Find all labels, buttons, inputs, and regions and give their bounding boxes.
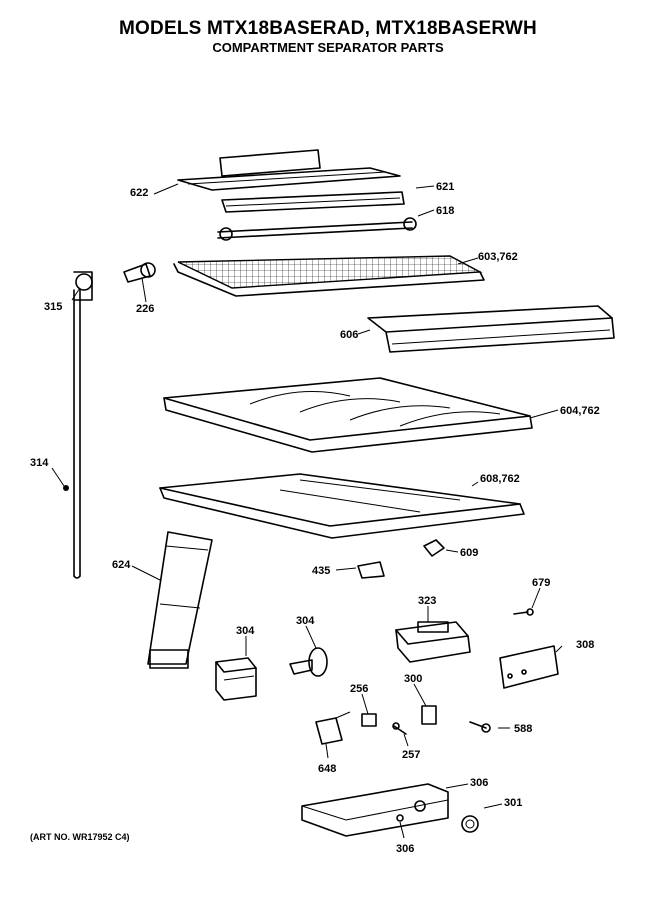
part-621-rail [221, 191, 405, 213]
callout-608-762: 608,762 [480, 473, 520, 485]
callout-606: 606 [340, 329, 358, 341]
callout-315: 315 [44, 301, 62, 313]
part-306-bracket [301, 783, 449, 837]
part-301-knob [461, 815, 479, 833]
callout-256: 256 [350, 683, 368, 695]
page-subtitle: COMPARTMENT SEPARATOR PARTS [212, 40, 444, 55]
part-226-bolt [123, 262, 156, 283]
callout-435: 435 [312, 565, 330, 577]
callout-labels: 622 621 618 315 226 603,762 606 604,762 … [30, 181, 600, 855]
part-304-damper [289, 647, 328, 677]
callout-618: 618 [436, 205, 454, 217]
leader-lines [51, 183, 563, 839]
part-314-315-rod [63, 271, 93, 579]
callout-679: 679 [532, 577, 550, 589]
callout-621: 621 [436, 181, 454, 193]
callout-624: 624 [112, 559, 131, 571]
callout-304-left: 304 [236, 625, 255, 637]
page-title: MODELS MTX18BASERAD, MTX18BASERWH [119, 18, 537, 39]
callout-306-top: 306 [470, 777, 488, 789]
callout-257: 257 [402, 749, 420, 761]
part-300-relay [421, 705, 437, 725]
part-608-shelf [159, 473, 525, 539]
part-648-motor [315, 711, 351, 745]
part-323-housing [395, 621, 471, 663]
art-number: (ART NO. WR17952 C4) [30, 832, 130, 842]
callout-301: 301 [504, 797, 522, 809]
callout-308: 308 [576, 639, 594, 651]
part-257-screw [392, 722, 407, 735]
callout-604-762: 604,762 [560, 405, 600, 417]
part-603-shelf [173, 255, 485, 297]
part-604-shelf [163, 377, 533, 453]
callout-648: 648 [318, 763, 336, 775]
part-256-switch [361, 713, 377, 727]
part-308-bracket [499, 645, 559, 689]
part-606-drawer-front [367, 305, 615, 353]
part-622-cover [177, 149, 401, 191]
callout-304-right: 304 [296, 615, 315, 627]
part-679-screw [513, 608, 534, 616]
part-624-panel [147, 531, 213, 669]
part-304-box [215, 657, 257, 701]
part-618-rod [217, 217, 417, 241]
callout-314: 314 [30, 457, 49, 469]
callout-603-762: 603,762 [478, 251, 518, 263]
callout-609: 609 [460, 547, 478, 559]
callout-323: 323 [418, 595, 436, 607]
part-609-clip [423, 539, 445, 557]
part-435-clip [357, 561, 385, 579]
callout-588: 588 [514, 723, 532, 735]
part-588-screw [469, 721, 491, 733]
callout-226: 226 [136, 303, 154, 315]
callout-622: 622 [130, 187, 148, 199]
callout-306-bottom: 306 [396, 843, 414, 855]
callout-300: 300 [404, 673, 422, 685]
